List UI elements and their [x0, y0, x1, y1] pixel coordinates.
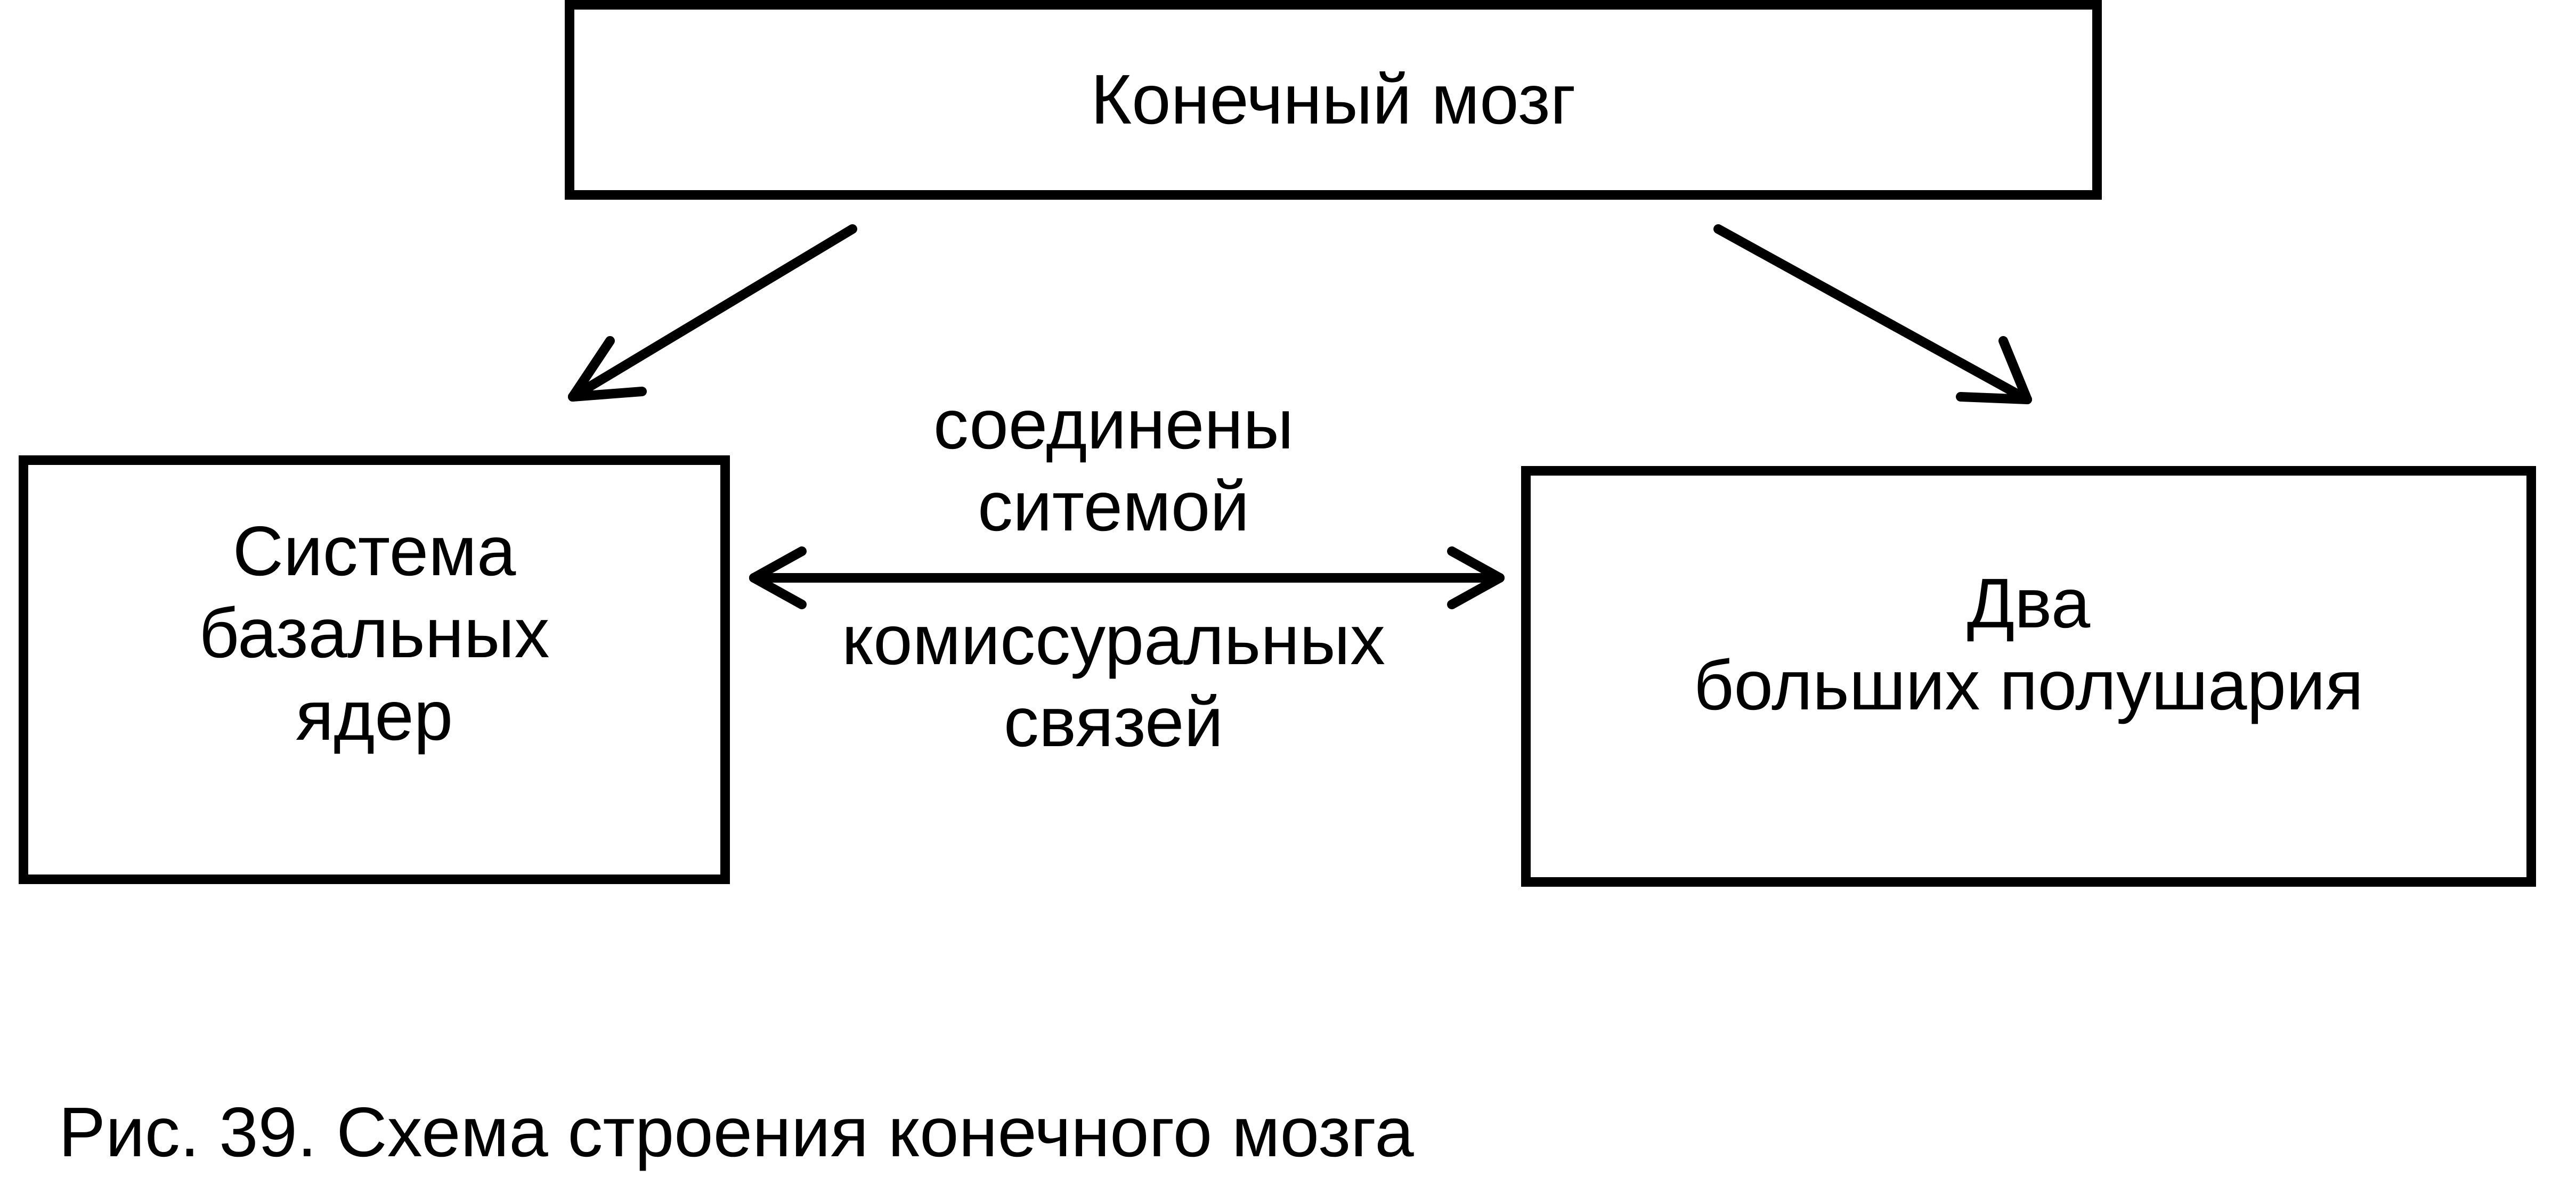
box-telencephalon: Конечный мозг — [565, 0, 2102, 200]
box-hemispheres-line-1: Два — [1966, 563, 2091, 642]
connection-label-above-line-1: соединены — [933, 385, 1294, 463]
box-basal-nuclei-line-2: базальных — [199, 594, 550, 673]
box-basal-nuclei: Система базальных ядер — [19, 455, 730, 884]
box-hemispheres-line-2: больших полушария — [1693, 646, 2364, 724]
box-hemispheres-text: Два больших полушария — [1694, 562, 2363, 727]
connection-label-below-line-1: комиссуральных — [841, 601, 1386, 679]
connection-label-above-line-2: ситемой — [977, 467, 1250, 546]
connection-label-below: комиссуральных связей — [794, 599, 1433, 764]
box-basal-nuclei-line-1: Система — [232, 511, 516, 590]
box-basal-nuclei-line-3: ядер — [295, 676, 453, 755]
box-basal-nuclei-text: Система базальных ядер — [199, 510, 549, 757]
arrow-top-to-left — [568, 224, 857, 402]
double-arrow-commissural — [749, 546, 1505, 609]
arrow-top-to-right — [1713, 224, 2032, 404]
connection-label-below-line-2: связей — [1003, 683, 1224, 762]
figure-caption: Рис. 39. Схема строения конечного мозга — [59, 1093, 1414, 1171]
box-telencephalon-label: Конечный мозг — [1091, 60, 1576, 139]
connection-label-above: соединены ситемой — [794, 383, 1433, 548]
box-hemispheres: Два больших полушария — [1521, 466, 2536, 887]
